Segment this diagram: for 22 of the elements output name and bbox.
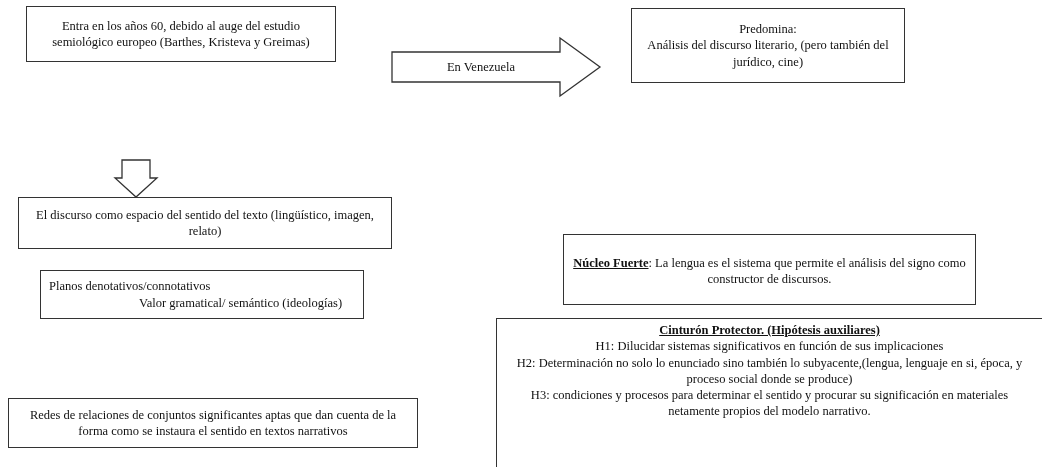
box-text: Redes de relaciones de conjuntos significantes aptas que dan cuenta de la forma como se instaura el sentido en textos narrativos (28, 406, 398, 440)
text-box (631, 8, 905, 83)
box-text: Planos denotativos/connotativos (49, 278, 212, 295)
text-box (18, 197, 392, 249)
edge-label: En Venezuela (446, 59, 516, 75)
text-box (40, 270, 364, 319)
box-text: Entra en los años 60, debido al auge del estudio semiológico europeo (Barthes, Kristeva y Greimas) (51, 17, 311, 51)
box-text: Predomina: (738, 21, 798, 38)
box-text: Valor gramatical/ semántico (ideologías) (138, 294, 344, 311)
box-text: El discurso como espacio del sentido del texto (lingüístico, imagen, relato) (35, 206, 375, 240)
box-text: H3: condiciones y procesos para determinar el sentido y procurar su significación en materiales netamente propios del modelo narrativo. (529, 387, 1010, 420)
text-box (26, 6, 336, 62)
box-text: Núcleo Fuerte: La lengua es el sistema que permite el análisis del signo como constructor de discursos. (572, 255, 967, 288)
block-arrow (391, 36, 602, 98)
box-heading: Cinturón Protector. (Hipótesis auxiliares) (658, 322, 881, 339)
text-box (496, 318, 1042, 467)
box-text: H1: Dilucidar sistemas significativos en función de sus implicaciones (594, 338, 945, 355)
text-box (8, 398, 418, 448)
text-box (563, 234, 976, 305)
box-text: Análisis del discurso literario, (pero también del jurídico, cine) (646, 37, 890, 70)
box-text: H2: Determinación no solo lo enunciado sino también lo subyacente,(lengua, lenguaje en si, época, y proceso social donde se produce) (515, 354, 1024, 387)
block-arrow (113, 159, 159, 198)
